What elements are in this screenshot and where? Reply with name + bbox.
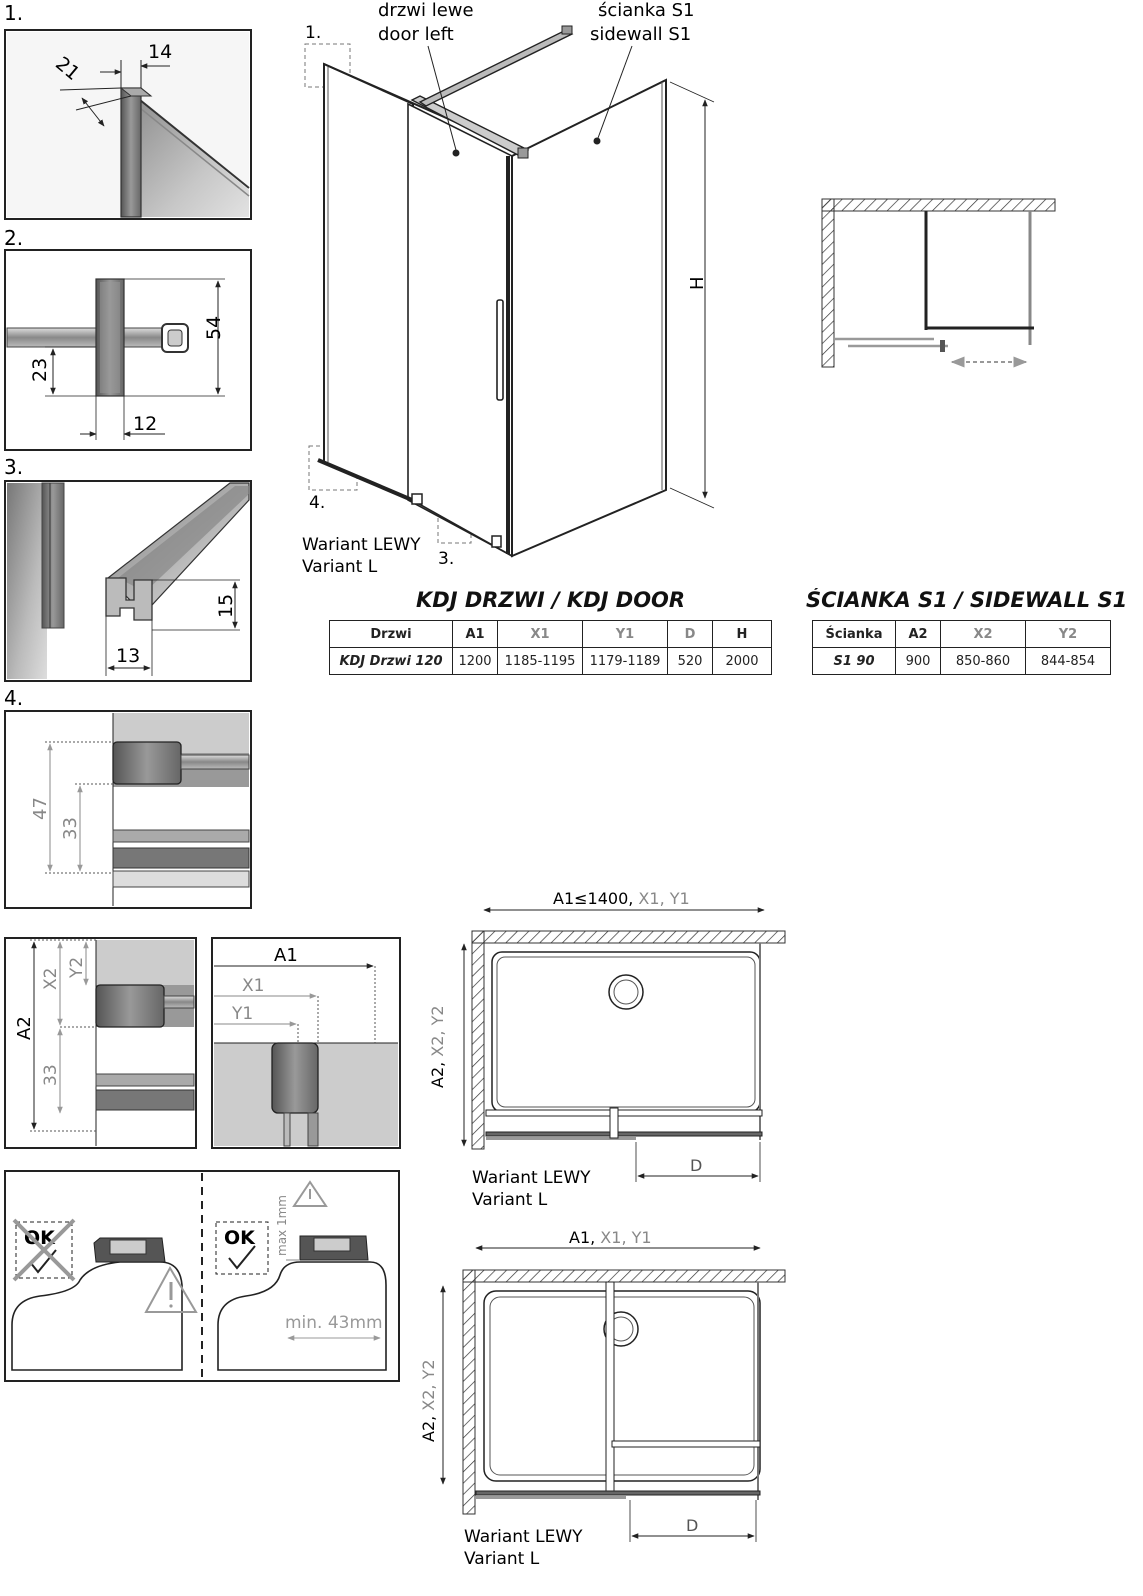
plan1-variant-pl: Wariant LEWY — [472, 1168, 591, 1188]
main-variant-pl: Wariant LEWY — [302, 535, 421, 555]
main-enclosure-drawing: 1. 2. 3. 4. H drzwi lewe door l — [302, 0, 715, 577]
plan1-side-b: X2, Y2 — [428, 1005, 447, 1056]
measure-right: A1 X1 Y1 — [211, 937, 401, 1149]
detail-2: 2. 54 23 12 — [4, 226, 252, 451]
wall-table-title: ŚCIANKA S1 / SIDEWALL S1 — [806, 588, 1128, 612]
wall-td-0: S1 90 — [812, 647, 896, 675]
height-label: H — [687, 276, 708, 290]
plan-1: A1≤1400, X1, Y1 A2, X2, Y2 D Wariant LEW… — [428, 889, 786, 1210]
svg-text:A1, X1, Y1: A1, X1, Y1 — [569, 1228, 652, 1247]
detail-2-dim-12: 12 — [133, 413, 157, 435]
plan-2: A1, X1, Y1 A2, X2, Y2 D Wariant LEWY Var… — [419, 1228, 786, 1569]
detail-1: 1. 14 21 — [4, 1, 252, 220]
plan2-side-a: A2, — [419, 1411, 438, 1442]
door-left-label-en: door left — [378, 24, 454, 45]
door-td-5: 2000 — [712, 647, 772, 675]
wall-th-2: X2 — [940, 620, 1026, 648]
callout-1: 1. — [305, 23, 321, 43]
measure-left: A2 X2 Y2 33 — [4, 937, 197, 1149]
door-td-4: 520 — [667, 647, 713, 675]
detail-4-dim-47: 47 — [30, 797, 51, 820]
svg-text:A2, X2, Y2: A2, X2, Y2 — [419, 1359, 438, 1442]
plan2-top-a: A1, — [569, 1228, 600, 1247]
door-table: Drzwi A1 X1 Y1 D H KDJ Drzwi 120 1200 11… — [329, 620, 772, 675]
plan1-variant-en: Variant L — [472, 1190, 548, 1210]
detail-3-label: 3. — [4, 455, 23, 479]
detail-1-label: 1. — [4, 1, 23, 25]
door-td-1: 1200 — [452, 647, 498, 675]
door-th-3: Y1 — [582, 620, 668, 648]
plan2-variant-en: Variant L — [464, 1549, 540, 1569]
wall-th-3: Y2 — [1025, 620, 1111, 648]
plan2-top-b: X1, Y1 — [600, 1228, 651, 1247]
door-th-0: Drzwi — [329, 620, 453, 648]
svg-text:A2, X2, Y2: A2, X2, Y2 — [428, 1005, 447, 1088]
measure-x1-label: X1 — [242, 976, 264, 996]
wall-td-1: 900 — [895, 647, 941, 675]
plan1-d: D — [690, 1156, 702, 1175]
wall-th-1: A2 — [895, 620, 941, 648]
level-max-text: max 1mm — [275, 1195, 289, 1256]
svg-text:A1≤1400, X1, Y1: A1≤1400, X1, Y1 — [553, 889, 690, 908]
plan1-side-a: A2, — [428, 1057, 447, 1088]
measure-y2-label: Y2 — [67, 957, 87, 979]
door-th-5: H — [712, 620, 772, 648]
plan2-d: D — [686, 1516, 698, 1535]
plan2-side-b: X2, Y2 — [419, 1359, 438, 1410]
mini-plan — [821, 198, 1056, 368]
door-th-1: A1 — [452, 620, 498, 648]
door-th-4: D — [667, 620, 713, 648]
plan1-top-b: X1, Y1 — [638, 889, 689, 908]
measure-x2-label: X2 — [41, 968, 61, 990]
measure-a1-label: A1 — [274, 945, 298, 966]
callout-4: 4. — [309, 493, 325, 513]
plan2-variant-pl: Wariant LEWY — [464, 1527, 583, 1547]
detail-2-label: 2. — [4, 226, 23, 250]
measure-y1-label: Y1 — [231, 1004, 253, 1024]
sidewall-label-en: sidewall S1 — [590, 24, 691, 45]
measure-a2-label: A2 — [14, 1016, 35, 1040]
detail-4-dim-33: 33 — [60, 817, 81, 840]
sidewall-label-pl: ścianka S1 — [598, 0, 694, 21]
door-td-0: KDJ Drzwi 120 — [329, 647, 453, 675]
level-min-text: min. 43mm — [285, 1313, 383, 1333]
detail-4-label: 4. — [4, 686, 23, 710]
door-table-title: KDJ DRZWI / KDJ DOOR — [416, 588, 686, 612]
wall-th-0: Ścianka — [812, 620, 896, 648]
detail-3-dim-15: 15 — [215, 594, 237, 618]
measure-33-label: 33 — [41, 1064, 61, 1086]
door-th-2: X1 — [497, 620, 583, 648]
level-panel: OK OK max 1mm min. 43mm — [4, 1170, 400, 1382]
door-td-3: 1179-1189 — [582, 647, 668, 675]
door-td-2: 1185-1195 — [497, 647, 583, 675]
detail-3: 3. 15 13 — [4, 455, 252, 682]
detail-2-dim-23: 23 — [29, 358, 51, 382]
callout-3: 3. — [438, 549, 454, 569]
detail-1-dim-14: 14 — [148, 41, 172, 63]
wall-table: Ścianka A2 X2 Y2 S1 90 900 850-860 844-8… — [812, 620, 1111, 675]
plan1-top-a: A1≤1400, — [553, 889, 638, 908]
level-good-ok-text: OK — [224, 1227, 256, 1249]
detail-4: 4. 47 33 — [4, 686, 252, 909]
wall-td-3: 844-854 — [1025, 647, 1111, 675]
door-left-label-pl: drzwi lewe — [378, 0, 474, 21]
main-variant-en: Variant L — [302, 557, 378, 577]
wall-td-2: 850-860 — [940, 647, 1026, 675]
detail-3-dim-13: 13 — [116, 645, 140, 667]
detail-2-dim-54: 54 — [203, 316, 225, 340]
